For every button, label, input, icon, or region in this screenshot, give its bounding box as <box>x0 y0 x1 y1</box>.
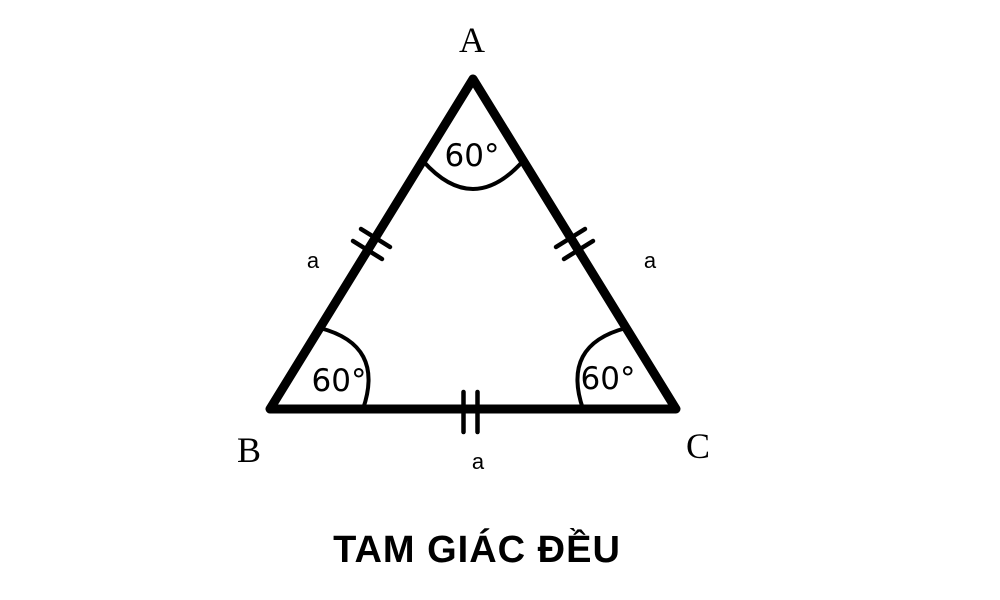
side-label-right: a <box>644 248 657 273</box>
triangle-outline <box>265 74 681 414</box>
angle-label-top: 60° <box>445 138 500 174</box>
angle-arc-top <box>421 159 525 191</box>
side-label-left: a <box>307 248 320 273</box>
angle-label-bottom-left: 60° <box>312 363 367 399</box>
angle-arc-bottom-right <box>575 326 628 411</box>
side-label-bottom: a <box>472 449 485 474</box>
tick-marks-left-side <box>350 226 393 262</box>
vertex-label-c: C <box>686 426 710 466</box>
tick-marks-bottom-side <box>461 389 480 435</box>
angle-label-bottom-right: 60° <box>581 361 636 397</box>
vertex-label-a: A <box>459 20 485 60</box>
vertex-label-b: B <box>237 430 261 470</box>
figure-title: TAM GIÁC ĐỀU <box>333 527 621 571</box>
tick-marks-right-side <box>553 226 596 262</box>
angle-arc-bottom-left <box>318 326 371 411</box>
